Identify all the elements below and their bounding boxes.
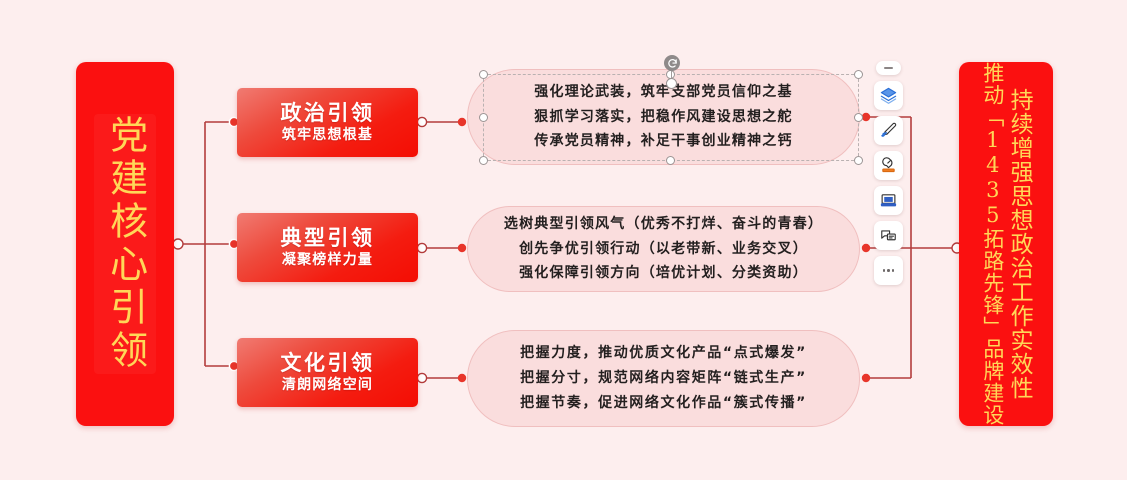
presentation-icon[interactable]	[874, 186, 903, 215]
detail-line: 把握力度，推动优质文化产品“点式爆发”	[520, 345, 807, 362]
detail-card-model[interactable]: 选树典型引领风气（优秀不打烊、奋斗的青春） 创先争优引领行动（以老带新、业务交叉…	[467, 206, 860, 292]
more-dot	[891, 269, 895, 272]
branch-node-culture[interactable]: 文化引领 清朗网络空间	[237, 338, 418, 407]
highlighter-icon[interactable]	[874, 151, 903, 180]
resize-handle-bottom-left[interactable]	[479, 156, 488, 165]
brush-icon[interactable]	[874, 116, 903, 145]
detail-line: 把握节奏，促进网络文化作品“簇式传播”	[520, 394, 807, 411]
more-dots	[882, 269, 895, 272]
detail-line: 狠抓学习落实，把稳作风建设思想之舵	[534, 108, 793, 125]
comment-icon[interactable]	[874, 221, 903, 250]
branch-title: 政治引领	[280, 100, 375, 125]
detail-line: 传承党员精神，补足干事创业精神之钙	[534, 133, 793, 150]
more-icon[interactable]	[874, 256, 903, 285]
branch-subtitle: 清朗网络空间	[281, 376, 374, 393]
rotate-icon[interactable]	[664, 55, 680, 71]
collapse-icon[interactable]	[876, 61, 901, 75]
resize-handle-top-right[interactable]	[854, 70, 863, 79]
detail-line: 强化保障引领方向（培优计划、分类资助）	[519, 265, 808, 282]
branch-node-model[interactable]: 典型引领 凝聚榜样力量	[237, 213, 418, 282]
more-dot	[882, 269, 886, 272]
detail-line: 创先争优引领行动（以老带新、业务交叉）	[519, 240, 808, 257]
branch-title: 典型引领	[280, 225, 375, 250]
more-dot	[887, 269, 890, 272]
detail-line: 把握分寸，规范网络内容矩阵“链式生产”	[520, 370, 807, 387]
floating-toolbar[interactable]	[874, 61, 903, 285]
branch-subtitle: 筑牢思想根基	[281, 126, 374, 143]
root-node-label: 党建核心引领	[103, 115, 148, 373]
rotate-handle-anchor[interactable]	[666, 78, 677, 89]
layers-icon[interactable]	[874, 81, 903, 110]
goal-node-secondary-label: 推动「1435拓路先锋」品牌建设	[980, 62, 1005, 426]
goal-node[interactable]: 持续增强思想政治工作实效性 推动「1435拓路先锋」品牌建设	[959, 62, 1053, 426]
goal-node-primary-label: 持续增强思想政治工作实效性	[1006, 88, 1033, 400]
root-node-tint	[94, 114, 156, 374]
rotate-handle-stem	[671, 70, 672, 81]
branch-title: 文化引领	[280, 350, 375, 375]
branch-subtitle: 凝聚榜样力量	[281, 251, 374, 268]
collapse-dash	[884, 67, 893, 69]
detail-card-political[interactable]: 强化理论武装，筑牢支部党员信仰之基 狠抓学习落实，把稳作风建设思想之舵 传承党员…	[467, 69, 860, 165]
detail-line: 选树典型引领风气（优秀不打烊、奋斗的青春）	[503, 215, 824, 232]
resize-handle-bottom-right[interactable]	[854, 156, 863, 165]
detail-card-culture[interactable]: 把握力度，推动优质文化产品“点式爆发” 把握分寸，规范网络内容矩阵“链式生产” …	[467, 330, 860, 427]
detail-line: 强化理论武装，筑牢支部党员信仰之基	[534, 83, 793, 100]
branch-node-political[interactable]: 政治引领 筑牢思想根基	[237, 88, 418, 157]
root-node[interactable]: 党建核心引领	[76, 62, 174, 426]
